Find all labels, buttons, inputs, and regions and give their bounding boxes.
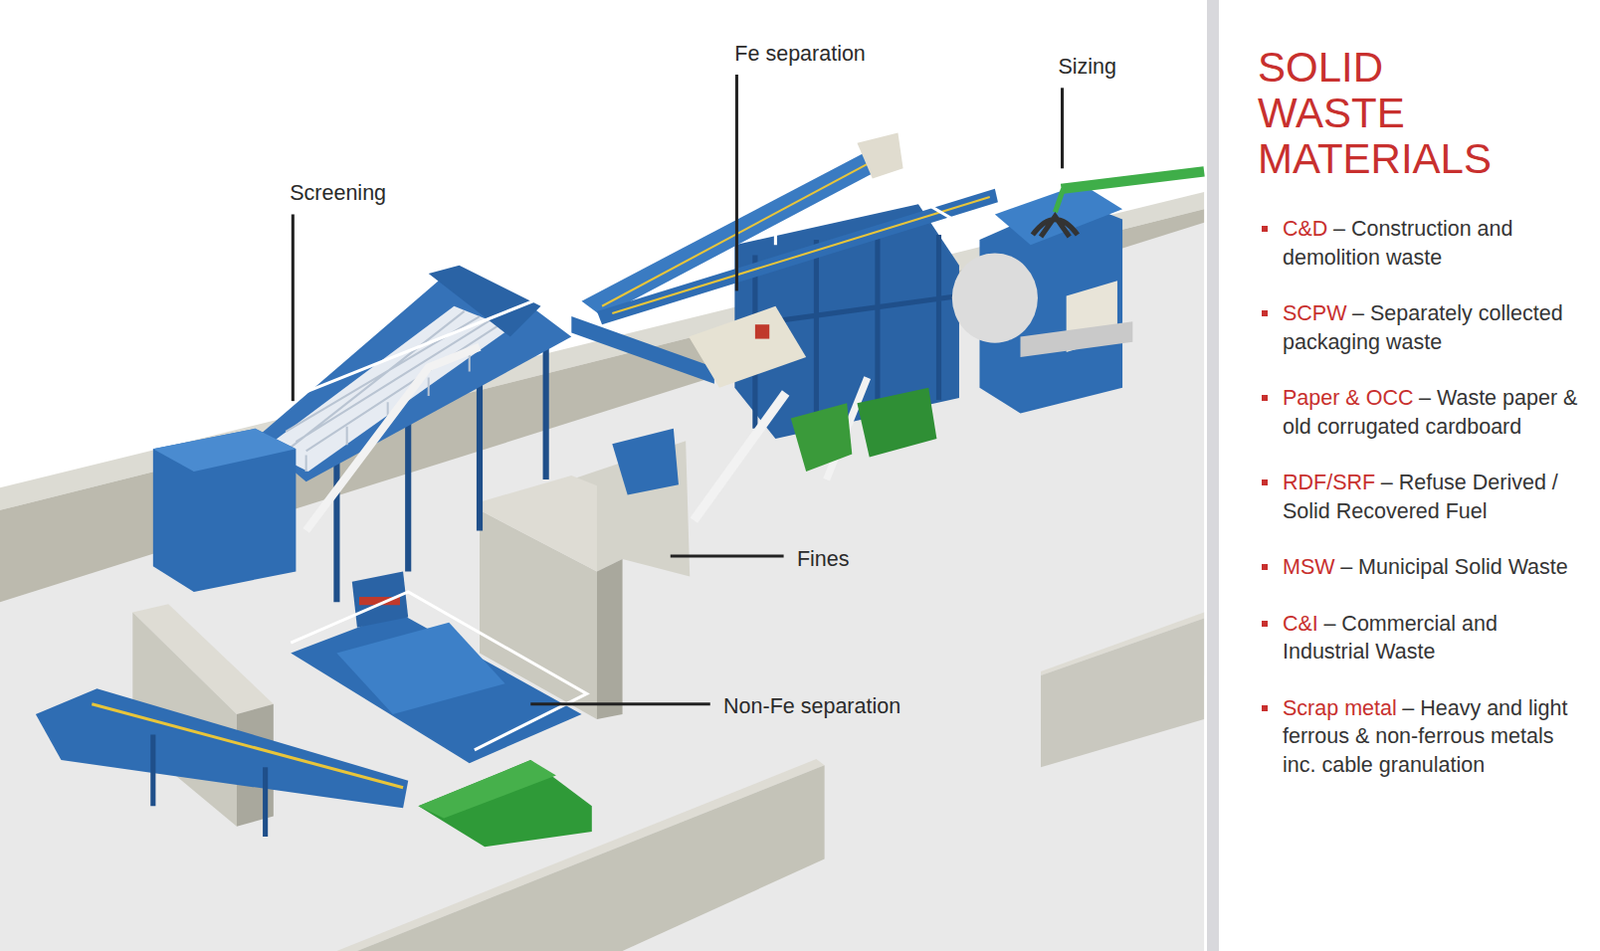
belt-stripe — [91, 704, 403, 789]
callout-label: Fines — [797, 546, 850, 573]
conveyor — [35, 688, 408, 837]
list-item: Paper & OCC– Waste paper & old corrugate… — [1282, 384, 1579, 441]
grab-arm — [1054, 189, 1063, 213]
railing — [775, 199, 980, 245]
list-item: Scrap metal– Heavy and light ferrous & n… — [1282, 694, 1579, 781]
green-bin — [791, 402, 853, 472]
panel-title: SOLID WASTE MATERIALS — [1257, 44, 1519, 183]
material-code: C&D — [1282, 216, 1328, 241]
discharge — [1020, 321, 1134, 358]
material-list: C&D– Construction and demolition wasteSC… — [1282, 214, 1579, 807]
shredder — [952, 171, 1204, 413]
green-bin — [417, 760, 592, 847]
drum — [352, 571, 408, 627]
screen-deck — [263, 306, 511, 472]
fe-separation-unit — [571, 132, 999, 521]
grab-arm — [1061, 171, 1205, 189]
material-code: Scrap metal — [1282, 696, 1398, 721]
magnet-separator — [688, 306, 806, 389]
leader-line — [291, 213, 295, 401]
green-bin — [417, 760, 556, 818]
callout-label: Sizing — [1057, 53, 1117, 80]
side-wall — [1040, 618, 1204, 769]
front-wall — [357, 765, 825, 951]
material-code: C&I — [1282, 611, 1319, 636]
grab-claw — [1032, 216, 1078, 238]
conveyor-belt — [35, 688, 408, 808]
conveyor-belt — [571, 316, 715, 385]
support-leg — [150, 734, 156, 806]
support-leg — [262, 767, 268, 837]
eddy-current-separator — [290, 571, 593, 847]
conveyor-belt — [597, 189, 999, 325]
shredder-hopper — [995, 184, 1123, 246]
front-wall — [336, 759, 824, 951]
head-box — [856, 132, 903, 179]
railing — [208, 285, 612, 429]
stairs — [306, 347, 480, 532]
callout-label: Non-Fe separation — [723, 693, 901, 720]
material-code: RDF/SRF — [1282, 470, 1376, 495]
railing — [290, 592, 587, 751]
conveyor-belt — [582, 151, 889, 317]
leader-line — [735, 74, 739, 291]
bay-wall — [597, 559, 623, 720]
screen-hood — [428, 265, 542, 338]
feed-hopper — [153, 428, 297, 593]
list-item: RDF/SRF– Refuse Derived / Solid Recovere… — [1282, 468, 1579, 526]
belt-stripe — [611, 197, 990, 314]
material-description: – Municipal Solid Waste — [1340, 555, 1569, 580]
material-code: Paper & OCC — [1282, 386, 1413, 410]
material-code: MSW — [1282, 555, 1336, 580]
callout-label: Screening — [289, 180, 387, 206]
feed-hopper — [153, 428, 297, 472]
divider-bar — [1206, 0, 1219, 951]
leader-line — [530, 702, 710, 706]
callout-label: Fe separation — [734, 40, 865, 67]
list-item: C&D– Construction and demolition waste — [1282, 214, 1579, 272]
rotor — [952, 252, 1038, 343]
green-bin — [856, 388, 937, 458]
magnet-badge — [755, 324, 770, 339]
stairs — [693, 393, 786, 521]
separator-box — [336, 622, 505, 715]
list-item: MSW– Municipal Solid Waste — [1282, 553, 1579, 583]
bay-wall — [479, 475, 598, 572]
material-code: SCPW — [1282, 301, 1348, 326]
list-item: C&I– Commercial and Industrial Waste — [1282, 609, 1579, 667]
chute — [611, 428, 679, 496]
leader-line — [670, 554, 785, 558]
platform — [290, 611, 582, 764]
leader-line — [1060, 87, 1064, 169]
list-item: SCPW– Separately collected packaging was… — [1282, 299, 1579, 357]
wall-top — [0, 192, 1204, 511]
